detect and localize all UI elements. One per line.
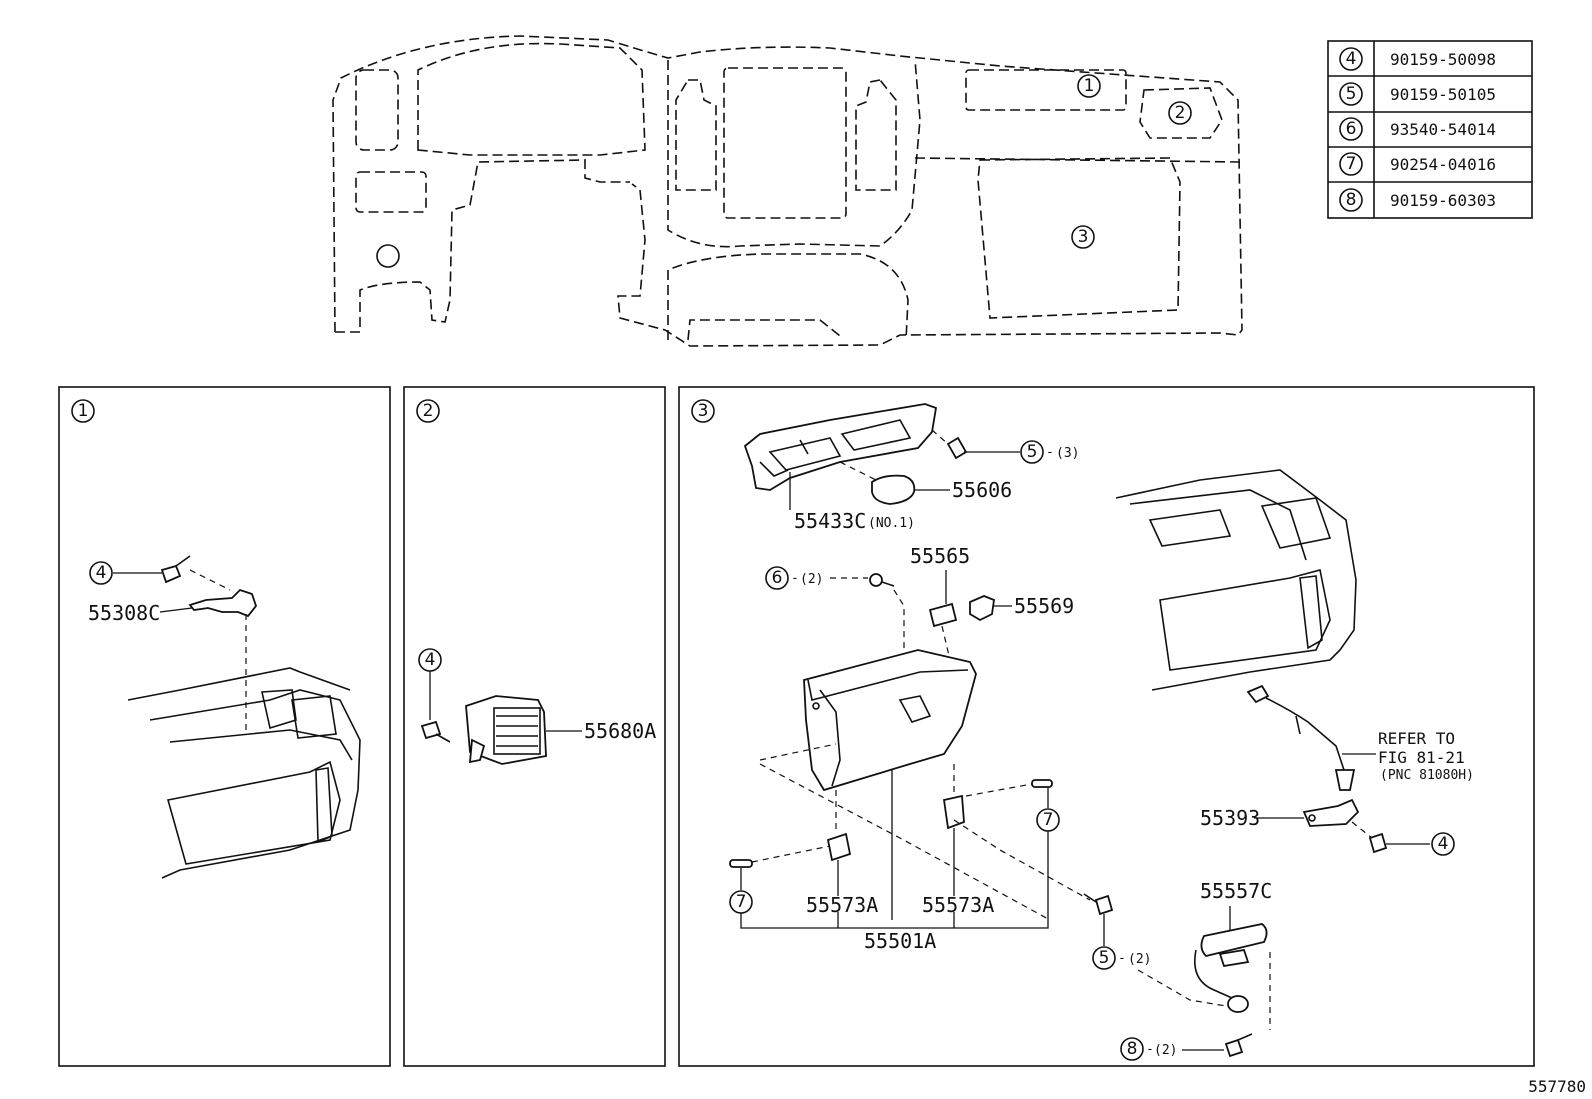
part-label-55308c: 55308C bbox=[88, 601, 160, 625]
bracket-55393-icon bbox=[1302, 798, 1360, 827]
svg-text:1: 1 bbox=[78, 401, 89, 421]
index-row-6: 6 93540-54014 bbox=[1339, 117, 1496, 141]
clip-icon bbox=[869, 573, 895, 587]
dashboard-overview bbox=[332, 35, 1243, 347]
lamp-55557c-icon bbox=[1194, 923, 1268, 1013]
screw-icon bbox=[160, 555, 191, 584]
svg-text:90159-50098: 90159-50098 bbox=[1390, 50, 1496, 69]
wire-harness-icon bbox=[1246, 684, 1356, 791]
diagram-id: 557780 bbox=[1528, 1077, 1586, 1096]
screw-icon bbox=[1368, 832, 1388, 854]
svg-text:(3): (3) bbox=[1056, 446, 1079, 461]
svg-text:2: 2 bbox=[423, 401, 434, 421]
part-label-55573a-left: 55573A bbox=[806, 893, 878, 917]
svg-text:7: 7 bbox=[1043, 810, 1054, 830]
part-label-55433c: 55433C bbox=[794, 509, 866, 533]
panel-1: 1 4 55308C bbox=[58, 386, 391, 1067]
svg-text:5: 5 bbox=[1027, 442, 1038, 462]
svg-text:90159-50105: 90159-50105 bbox=[1390, 85, 1496, 104]
cover-55606-icon bbox=[871, 474, 916, 505]
part-label-55557c: 55557C bbox=[1200, 879, 1272, 903]
svg-text:8: 8 bbox=[1127, 1039, 1138, 1059]
overview-callout-2: 2 bbox=[1168, 101, 1192, 125]
panel-2: 2 4 55680A bbox=[403, 386, 666, 1067]
svg-text:4: 4 bbox=[425, 650, 436, 670]
panel-3: 3 55433C (NO.1) 55606 5 - (3) 6 - bbox=[678, 386, 1535, 1067]
svg-text:2: 2 bbox=[1175, 103, 1186, 123]
latch-55569-icon bbox=[969, 595, 995, 622]
svg-text:6: 6 bbox=[772, 568, 783, 588]
overview-callout-3: 3 bbox=[1071, 225, 1095, 249]
svg-text:4: 4 bbox=[96, 563, 107, 583]
part-label-55606: 55606 bbox=[952, 478, 1012, 502]
svg-text:-: - bbox=[791, 571, 799, 586]
hinge-right-icon bbox=[942, 794, 965, 830]
svg-text:90159-60303: 90159-60303 bbox=[1390, 191, 1496, 210]
svg-text:-: - bbox=[1146, 1042, 1154, 1057]
svg-text:8: 8 bbox=[1346, 190, 1357, 210]
svg-text:(2): (2) bbox=[1128, 952, 1151, 967]
index-row-7: 7 90254-04016 bbox=[1339, 152, 1496, 176]
screw-icon bbox=[1083, 893, 1114, 916]
svg-text:1: 1 bbox=[1084, 76, 1095, 96]
svg-text:7: 7 bbox=[736, 892, 747, 912]
index-table: 4 90159-50098 5 90159-50105 6 93540-54014 7… bbox=[1327, 40, 1533, 219]
refer-note-line3: (PNC 81080H) bbox=[1380, 768, 1474, 783]
svg-text:7: 7 bbox=[1346, 154, 1357, 174]
air-vent-55680a-icon bbox=[465, 695, 547, 765]
hinge-left-icon bbox=[826, 832, 852, 862]
svg-text:(2): (2) bbox=[1154, 1043, 1177, 1058]
index-row-8: 8 90159-60303 bbox=[1339, 188, 1496, 212]
pin-right-icon bbox=[1031, 779, 1053, 788]
svg-text:5: 5 bbox=[1099, 948, 1110, 968]
svg-text:-: - bbox=[1118, 951, 1126, 966]
part-label-55573a-right: 55573A bbox=[922, 893, 994, 917]
refer-note-line1: REFER TO bbox=[1378, 729, 1455, 748]
pin-left-icon bbox=[729, 859, 753, 868]
index-row-5: 5 90159-50105 bbox=[1339, 82, 1496, 106]
part-label-55569: 55569 bbox=[1014, 594, 1074, 618]
index-row-4: 4 90159-50098 bbox=[1339, 47, 1496, 71]
glove-box-door-icon bbox=[803, 649, 977, 792]
overview-callout-1: 1 bbox=[1077, 74, 1101, 98]
svg-text:4: 4 bbox=[1438, 834, 1449, 854]
dash-section-right-icon bbox=[1115, 469, 1357, 691]
garnish-55433c-icon bbox=[743, 403, 938, 491]
part-label-55501a: 55501A bbox=[864, 929, 936, 953]
svg-text:6: 6 bbox=[1346, 119, 1357, 139]
part-label-55565: 55565 bbox=[910, 544, 970, 568]
part-label-55393: 55393 bbox=[1200, 806, 1260, 830]
part-note-no1: (NO.1) bbox=[868, 516, 915, 531]
screw-icon bbox=[1224, 1033, 1253, 1058]
pad-55565-icon bbox=[928, 602, 958, 628]
screw-icon bbox=[420, 720, 451, 743]
svg-text:(2): (2) bbox=[800, 572, 823, 587]
svg-text:3: 3 bbox=[1078, 227, 1089, 247]
svg-text:-: - bbox=[1046, 445, 1054, 460]
svg-text:90254-04016: 90254-04016 bbox=[1390, 155, 1496, 174]
screw-icon bbox=[946, 436, 968, 460]
svg-text:4: 4 bbox=[1346, 49, 1357, 69]
bracket-55308c-icon bbox=[188, 588, 258, 618]
svg-text:5: 5 bbox=[1346, 84, 1357, 104]
dash-section-icon bbox=[127, 667, 361, 879]
part-label-55680a: 55680A bbox=[584, 719, 656, 743]
refer-note-line2: FIG 81-21 bbox=[1378, 748, 1465, 767]
svg-text:3: 3 bbox=[698, 401, 709, 421]
svg-text:93540-54014: 93540-54014 bbox=[1390, 120, 1496, 139]
